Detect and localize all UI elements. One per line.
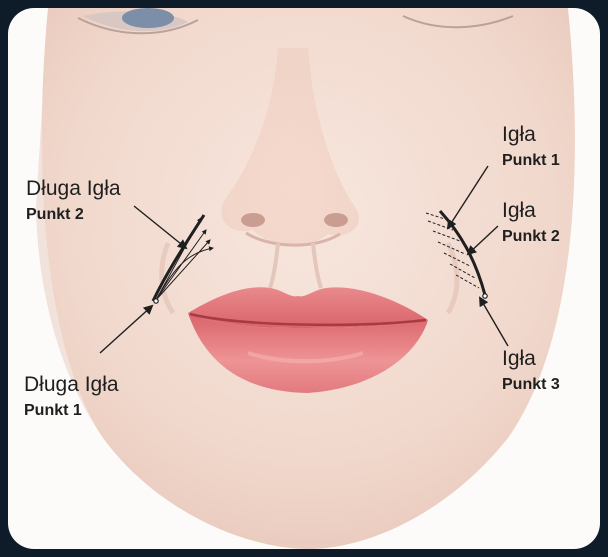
label-point: Punkt 3 [502, 377, 560, 393]
label-left-bottom: Długa Igła Punkt 1 [24, 374, 119, 419]
label-right-2: Igła Punkt 2 [502, 200, 560, 245]
label-point: Punkt 2 [26, 207, 121, 223]
label-point: Punkt 2 [502, 229, 560, 245]
label-title: Długa Igła [24, 374, 119, 395]
label-title: Igła [502, 200, 560, 221]
diagram-frame: Długa Igła Punkt 2 Długa Igła Punkt 1 Ig… [8, 8, 600, 549]
label-title: Igła [502, 348, 560, 369]
label-title: Długa Igła [26, 178, 121, 199]
label-left-top: Długa Igła Punkt 2 [26, 178, 121, 223]
label-right-1: Igła Punkt 1 [502, 124, 560, 169]
face-illustration [8, 8, 600, 549]
label-point: Punkt 1 [502, 153, 560, 169]
label-point: Punkt 1 [24, 403, 119, 419]
label-title: Igła [502, 124, 560, 145]
label-right-3: Igła Punkt 3 [502, 348, 560, 393]
